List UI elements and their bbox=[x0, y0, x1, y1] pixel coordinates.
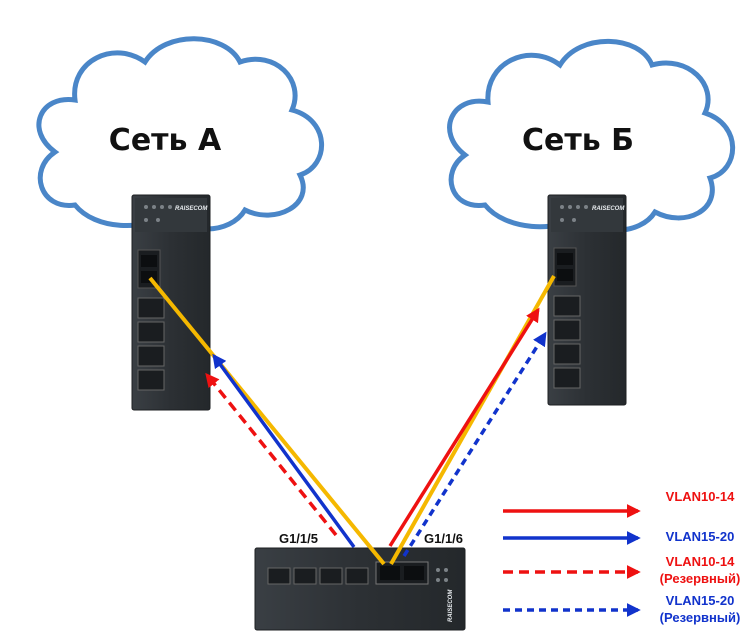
switch-right-ethernet-ports bbox=[553, 295, 581, 389]
cloud-network-a: Сеть А bbox=[36, 36, 325, 232]
vlan10-14-link-right bbox=[388, 307, 540, 547]
legend: VLAN10-14 VLAN15-20 VLAN10-14 (Резервный… bbox=[503, 489, 740, 625]
cloud-network-b: Сеть Б bbox=[447, 38, 736, 233]
switch-right-brand: RAISECOM bbox=[592, 206, 625, 212]
path-left bbox=[148, 276, 386, 566]
switch-left-ethernet-ports bbox=[137, 297, 165, 391]
switch-left-brand: RAISECOM bbox=[175, 206, 208, 212]
port-label-left: G1/1/5 bbox=[279, 531, 318, 546]
switch-bottom-ethernet-ports bbox=[267, 567, 369, 585]
switch-right-led-panel bbox=[551, 198, 623, 232]
legend-label-vlan15-20: VLAN15-20 bbox=[666, 529, 735, 544]
vlan15-20-backup-link-right bbox=[402, 331, 547, 557]
legend-sub-vlan10-14-backup: (Резервный) bbox=[660, 571, 741, 586]
cloud-label-b: Сеть Б bbox=[522, 123, 634, 158]
switch-right: RAISECOM bbox=[547, 194, 627, 406]
switch-bottom-brand: RAISECOM bbox=[448, 589, 454, 622]
legend-item-vlan15-20: VLAN15-20 bbox=[503, 529, 735, 545]
legend-sub-vlan15-20-backup: (Резервный) bbox=[660, 610, 741, 625]
switch-left-led-panel bbox=[135, 198, 207, 232]
primary-link-right bbox=[389, 275, 556, 565]
legend-label-vlan10-14-backup: VLAN10-14 bbox=[666, 554, 735, 569]
path-right bbox=[388, 275, 556, 565]
vlan10-14-backup-link-left bbox=[205, 372, 338, 537]
legend-item-vlan10-14-backup: VLAN10-14 (Резервный) bbox=[503, 554, 740, 586]
legend-label-vlan10-14: VLAN10-14 bbox=[666, 489, 735, 504]
vlan15-20-link-left bbox=[212, 353, 356, 549]
primary-link-left bbox=[148, 276, 386, 566]
cloud-label-a: Сеть А bbox=[109, 123, 222, 158]
legend-item-vlan15-20-backup: VLAN15-20 (Резервный) bbox=[503, 593, 740, 625]
legend-label-vlan15-20-backup: VLAN15-20 bbox=[666, 593, 735, 608]
port-label-right: G1/1/6 bbox=[424, 531, 463, 546]
switch-bottom: RAISECOM bbox=[254, 547, 466, 631]
legend-item-vlan10-14: VLAN10-14 bbox=[503, 489, 735, 518]
